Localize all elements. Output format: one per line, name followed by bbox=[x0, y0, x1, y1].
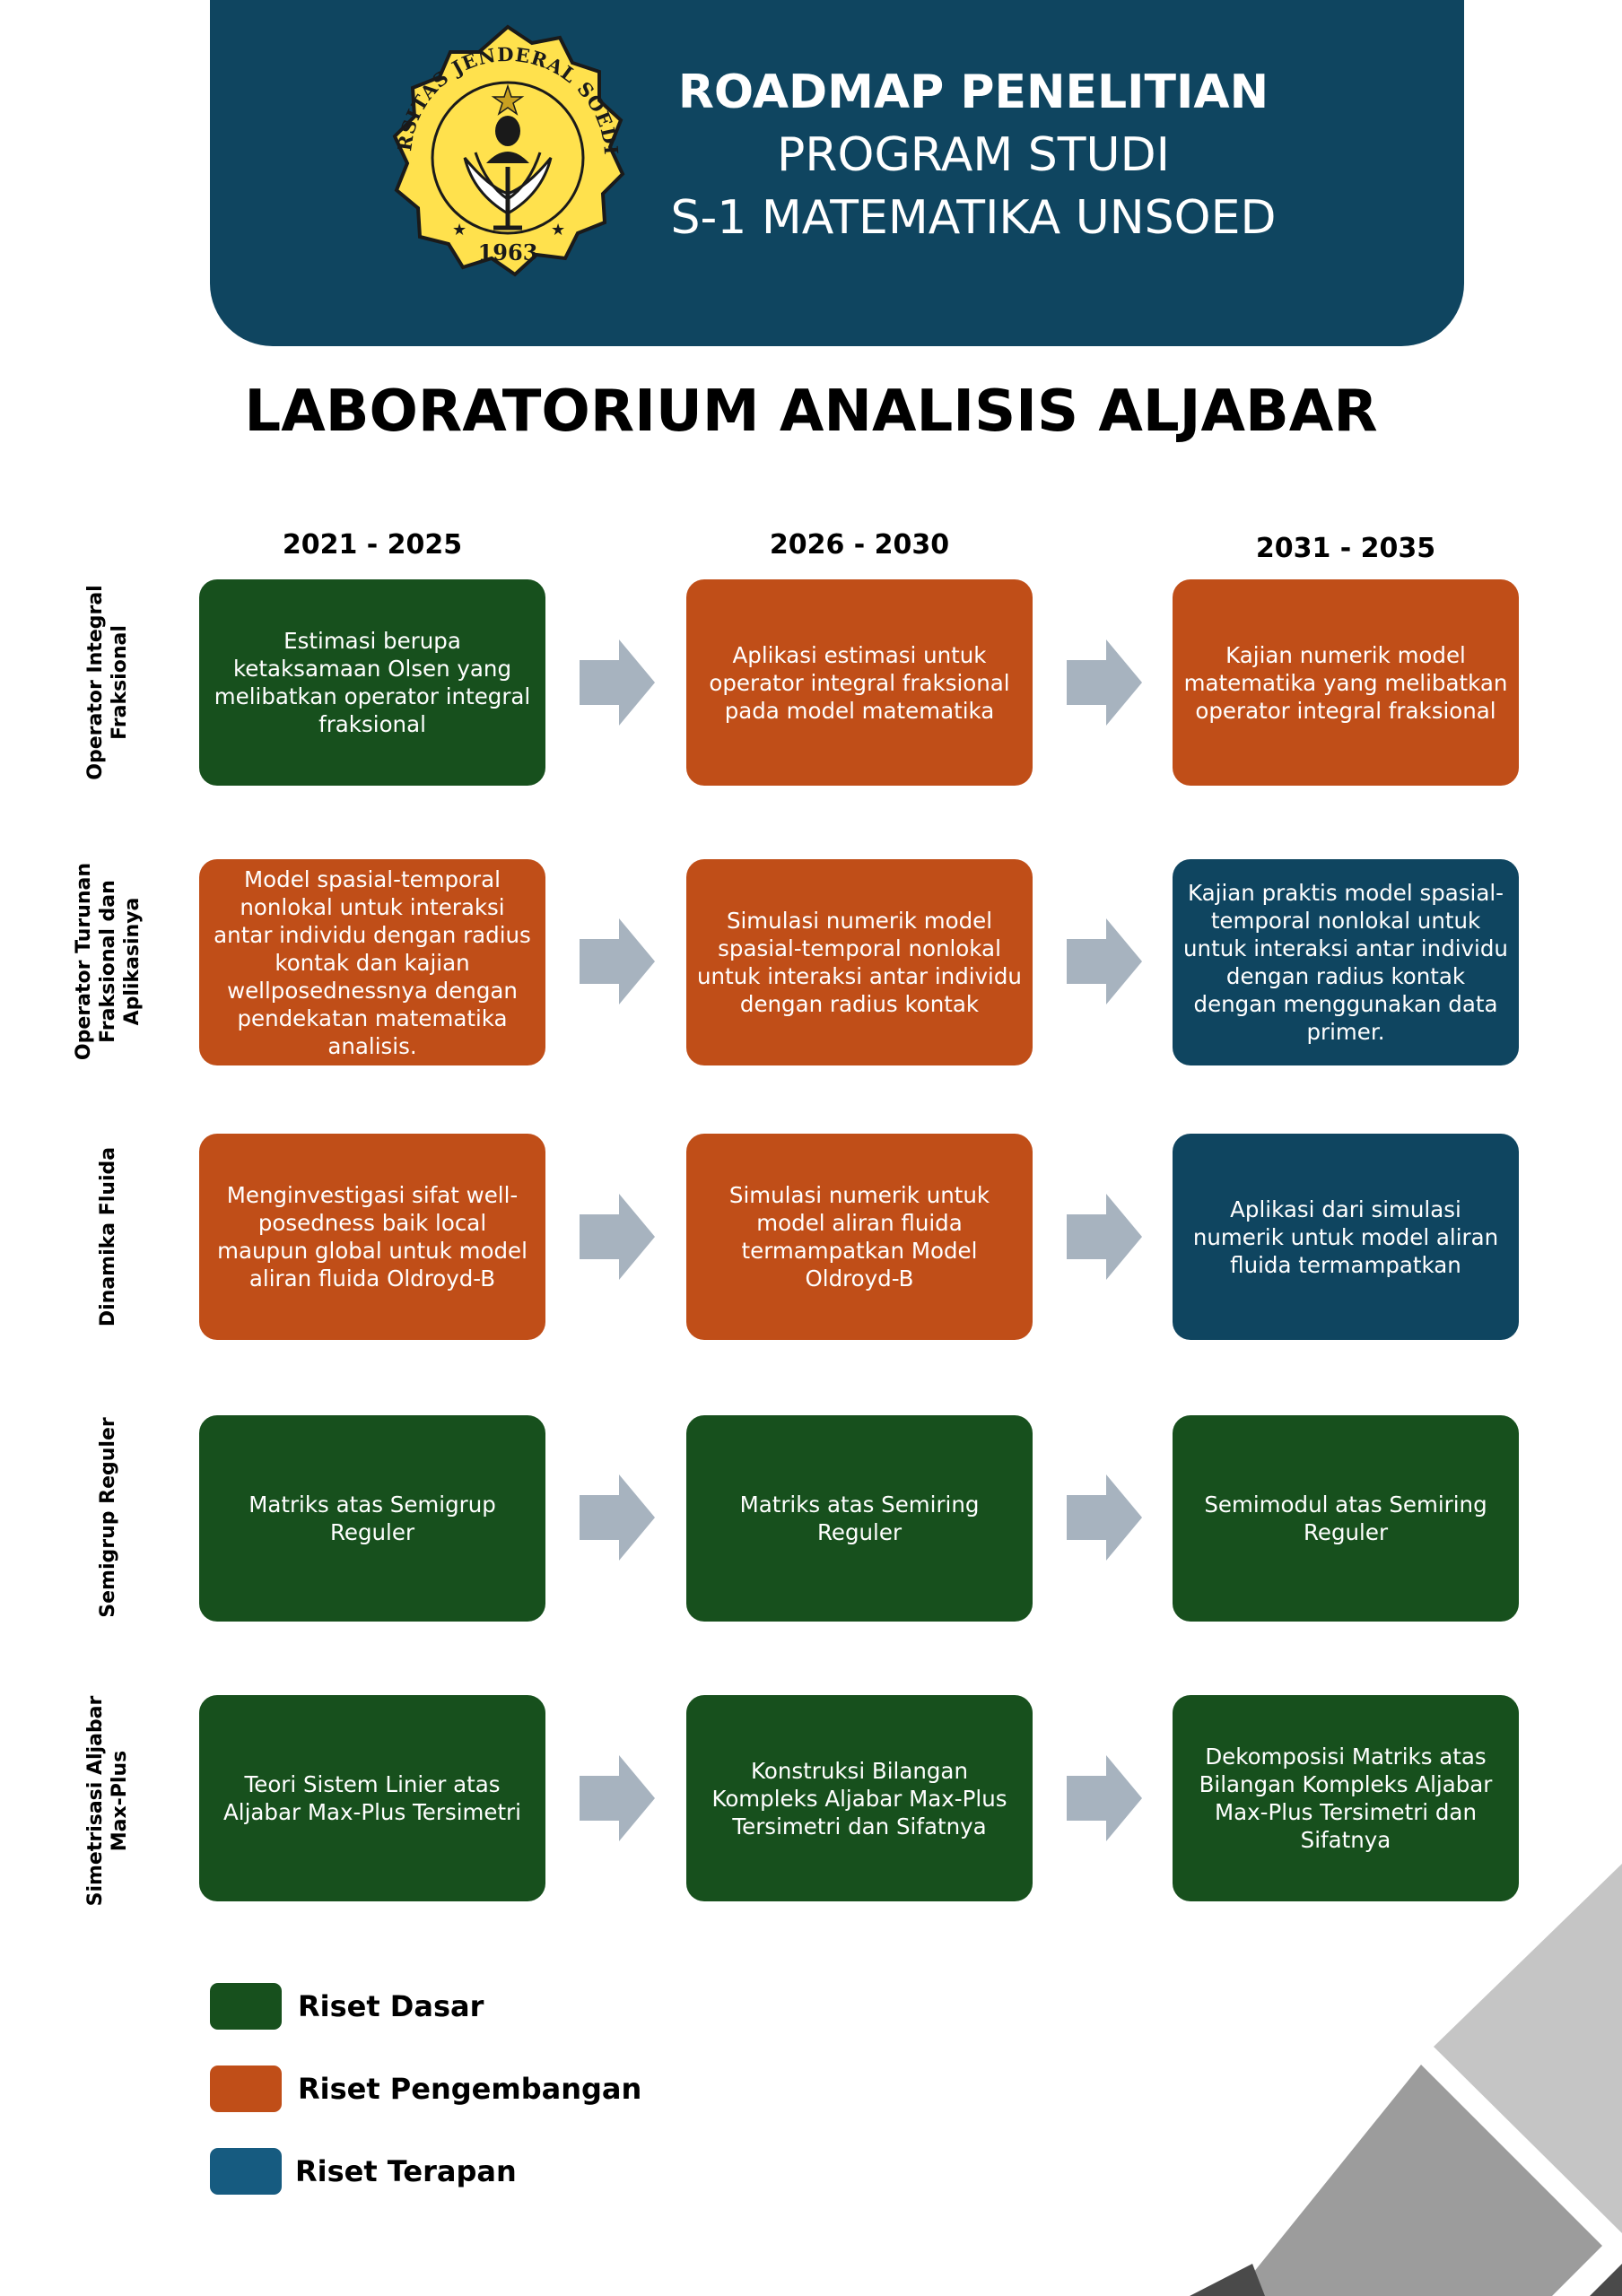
row-label-simetrisasi-aljabar-max-plus: Simetrisasi Aljabar Max-Plus bbox=[84, 1695, 131, 1907]
svg-text:★: ★ bbox=[452, 221, 467, 239]
legend-swatch-dasar bbox=[210, 1983, 282, 2030]
roadmap-box: Dekomposisi Matriks atas Bilangan Komple… bbox=[1173, 1695, 1519, 1901]
roadmap-box: Model spasial-temporal nonlokal untuk in… bbox=[199, 859, 545, 1065]
period-1: 2021 - 2025 bbox=[282, 529, 463, 561]
roadmap-box: Kajian praktis model spasial-temporal no… bbox=[1173, 859, 1519, 1065]
row-label-operator-turunan-fraksional: Operator Turunan Fraksional dan Aplikasi… bbox=[72, 862, 144, 1061]
arrow-right-icon bbox=[580, 1474, 655, 1561]
svg-text:★: ★ bbox=[551, 221, 565, 239]
seal-year: 1963 bbox=[478, 239, 538, 265]
header-line-1: ROADMAP PENELITIAN bbox=[677, 65, 1269, 119]
arrow-right-icon bbox=[1067, 1474, 1142, 1561]
roadmap-box: Aplikasi estimasi untuk operator integra… bbox=[686, 579, 1033, 786]
header-line-3: S-1 MATEMATIKA UNSOED bbox=[670, 191, 1277, 245]
roadmap-box: Matriks atas Semigrup Reguler bbox=[199, 1415, 545, 1622]
arrow-right-icon bbox=[1067, 1194, 1142, 1280]
roadmap-box: Simulasi numerik untuk model aliran flui… bbox=[686, 1134, 1033, 1340]
arrow-right-icon bbox=[580, 639, 655, 726]
period-2: 2026 - 2030 bbox=[769, 529, 950, 561]
row-label-semigrup-reguler: Semigrup Reguler bbox=[96, 1417, 119, 1618]
arrow-right-icon bbox=[1067, 918, 1142, 1004]
arrow-right-icon bbox=[1067, 1755, 1142, 1841]
legend-swatch-pengembangan bbox=[210, 2066, 282, 2112]
roadmap-box: Menginvestigasi sifat well-posedness bai… bbox=[199, 1134, 545, 1340]
roadmap-box: Konstruksi Bilangan Kompleks Aljabar Max… bbox=[686, 1695, 1033, 1901]
period-3: 2031 - 2035 bbox=[1255, 533, 1436, 564]
arrow-right-icon bbox=[1067, 639, 1142, 726]
row-label-operator-integral-fraksional: Operator Integral Fraksional bbox=[84, 585, 131, 780]
university-seal-icon: UNIVERSITAS JENDERAL SOEDIRMAN ★ ★ 1963 bbox=[375, 23, 625, 277]
legend-label-pengembangan: Riset Pengembangan bbox=[298, 2072, 642, 2106]
roadmap-box: Teori Sistem Linier atas Aljabar Max-Plu… bbox=[199, 1695, 545, 1901]
header-title: ROADMAP PENELITIAN PROGRAM STUDI S-1 MAT… bbox=[646, 61, 1301, 249]
roadmap-box: Matriks atas Semiring Reguler bbox=[686, 1415, 1033, 1622]
arrow-right-icon bbox=[580, 1194, 655, 1280]
row-label-dinamika-fluida: Dinamika Fluida bbox=[96, 1146, 119, 1327]
legend-swatch-terapan bbox=[210, 2148, 282, 2195]
roadmap-box: Estimasi berupa ketaksamaan Olsen yang m… bbox=[199, 579, 545, 786]
roadmap-box: Simulasi numerik model spasial-temporal … bbox=[686, 859, 1033, 1065]
arrow-right-icon bbox=[580, 1755, 655, 1841]
legend-label-dasar: Riset Dasar bbox=[298, 1989, 484, 2023]
roadmap-box: Aplikasi dari simulasi numerik untuk mod… bbox=[1173, 1134, 1519, 1340]
arrow-right-icon bbox=[580, 918, 655, 1004]
roadmap-box: Semimodul atas Semiring Reguler bbox=[1173, 1415, 1519, 1622]
lab-title: LABORATORIUM ANALISIS ALJABAR bbox=[244, 378, 1378, 445]
header-line-2: PROGRAM STUDI bbox=[777, 128, 1170, 182]
roadmap-box: Kajian numerik model matematika yang mel… bbox=[1173, 579, 1519, 786]
legend-label-terapan: Riset Terapan bbox=[295, 2154, 517, 2188]
